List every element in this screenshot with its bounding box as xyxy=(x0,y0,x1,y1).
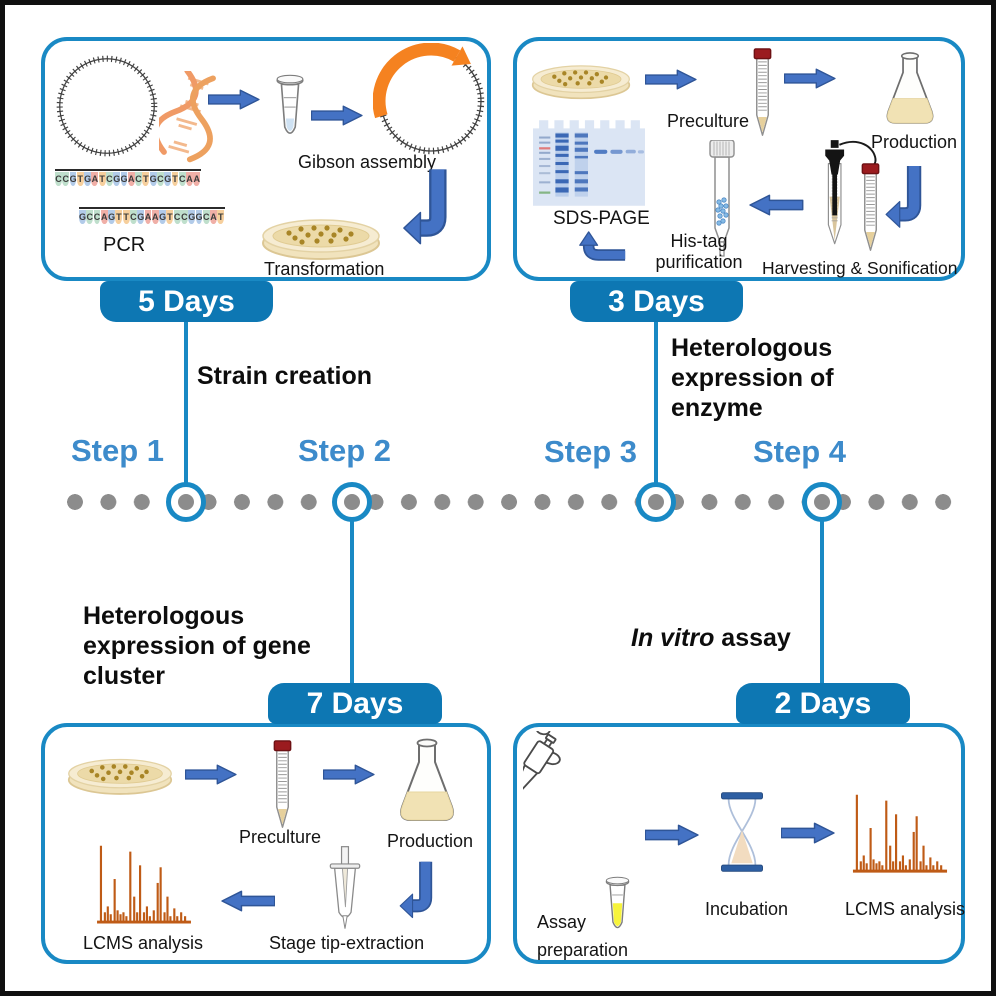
connector-line-step3 xyxy=(654,322,658,484)
connector-line-step2 xyxy=(350,520,354,684)
dna-helix-icon xyxy=(159,71,217,163)
arrow-down-left-icon xyxy=(403,163,447,251)
sds-gel-icon xyxy=(533,120,645,206)
flask-icon xyxy=(879,49,941,129)
timeline-marker-step2 xyxy=(332,482,372,522)
duration-badge-5-days: 5 Days xyxy=(100,281,273,322)
duration-badge-3-days: 3 Days xyxy=(570,281,743,322)
arrow-right-icon xyxy=(784,67,838,90)
arrow-right-icon xyxy=(208,88,262,111)
plasmid-insert-icon xyxy=(373,43,489,159)
arrow-down-left-icon xyxy=(398,859,434,921)
plasmid-icon xyxy=(55,54,159,158)
eppendorf-tube-icon xyxy=(271,72,309,146)
arrow-right-icon xyxy=(185,763,239,786)
pipette-icon xyxy=(523,731,625,869)
falcon-tube-icon xyxy=(271,740,294,832)
arrow-left-icon xyxy=(746,193,804,217)
arrow-right-icon xyxy=(645,823,701,847)
preculture-label: Preculture xyxy=(667,111,750,131)
petri-dish-icon xyxy=(531,60,631,100)
stagetip-icon xyxy=(326,845,364,933)
step-3-label: Step 3 xyxy=(544,434,638,469)
lcms-icon xyxy=(851,783,949,875)
arrow-left-up-icon xyxy=(575,231,629,263)
duration-badge-7-days: 7 Days xyxy=(268,683,442,724)
petri-dish-icon xyxy=(260,213,382,261)
timeline-marker-step4 xyxy=(802,482,842,522)
step-4-label: Step 4 xyxy=(753,434,847,469)
production-label: Production xyxy=(871,132,958,152)
connector-line-step4 xyxy=(820,520,824,684)
arrow-right-icon xyxy=(781,821,837,845)
arrow-down-left-icon xyxy=(885,163,922,231)
gene-cluster-caption: Heterologous expression of gene cluster xyxy=(83,602,311,690)
invitro-assay-caption: In vitro assay xyxy=(631,624,791,652)
step-1-label: Step 1 xyxy=(71,433,165,468)
hourglass-icon xyxy=(717,789,767,875)
strain-creation-caption: Strain creation xyxy=(197,362,373,390)
incubation-label: Incubation xyxy=(705,899,789,919)
petri-dish-icon xyxy=(67,753,173,796)
duration-badge-2-days: 2 Days xyxy=(736,683,910,724)
arrow-left-icon xyxy=(219,889,275,913)
pcr-label: PCR xyxy=(103,234,146,256)
arrow-right-icon xyxy=(645,68,699,91)
connector-line-step1 xyxy=(184,322,188,484)
falcon-tube-icon xyxy=(859,163,882,255)
stage-tip-extraction-label: Stage tip-extraction xyxy=(269,933,425,953)
lcms-icon xyxy=(95,835,193,925)
timeline-dotted-line xyxy=(67,494,953,510)
step-2-label: Step 2 xyxy=(298,433,392,468)
falcon-tube-icon xyxy=(751,48,774,140)
preculture-label: Preculture xyxy=(239,827,322,847)
transformation-label: Transformation xyxy=(264,259,385,279)
arrow-right-icon xyxy=(323,763,377,786)
gibson-assembly-label: Gibson assembly xyxy=(298,152,437,172)
lcms-analysis-label: LCMS analysis xyxy=(83,933,204,953)
timeline-marker-step3 xyxy=(636,482,676,522)
arrow-right-icon xyxy=(311,104,365,127)
panel-gene-cluster-expression: Preculture Production LCMS analysis Stag… xyxy=(41,723,491,964)
flask-icon xyxy=(395,735,459,827)
harvesting-sonification-label: Harvesting & Sonification xyxy=(762,258,958,278)
sds-page-label: SDS-PAGE xyxy=(553,208,650,229)
enzyme-expression-caption: Heterologous expression of enzyme xyxy=(671,334,834,422)
timeline-marker-step1 xyxy=(166,482,206,522)
lcms-analysis-label: LCMS analysis xyxy=(845,899,966,919)
production-label: Production xyxy=(387,831,474,851)
